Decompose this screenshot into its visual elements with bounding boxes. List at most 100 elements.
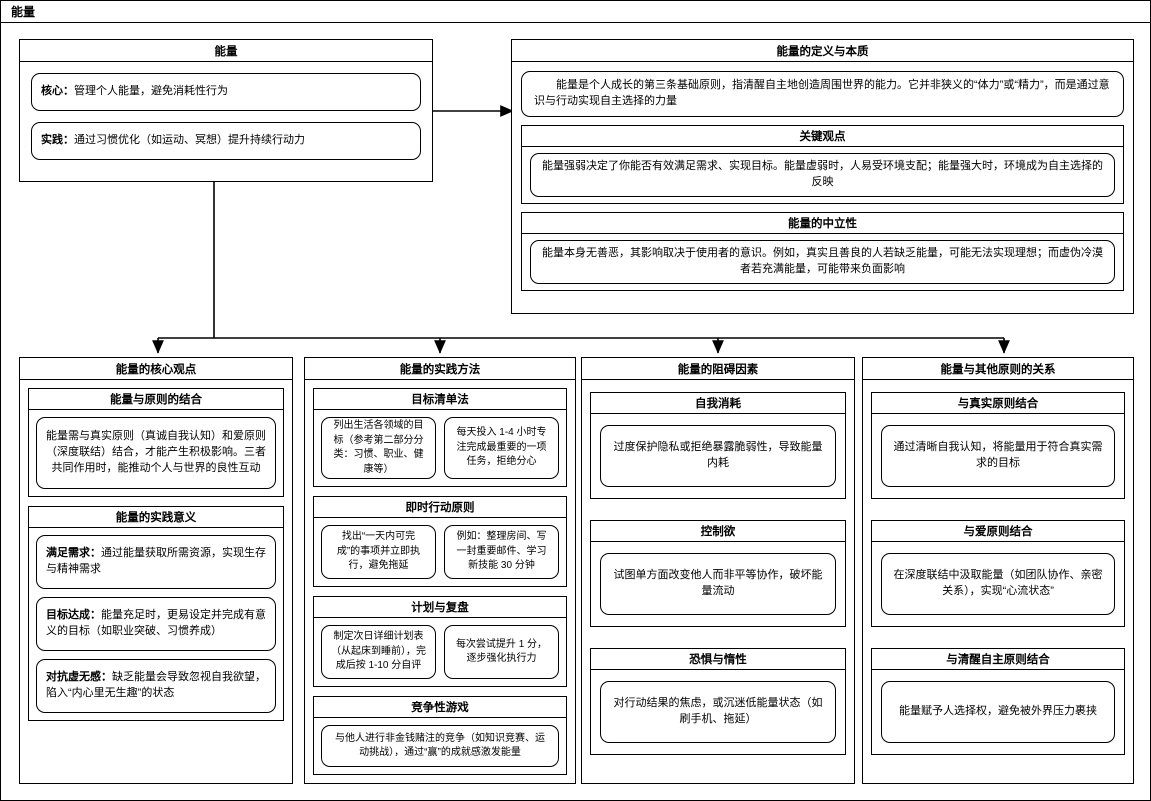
section-self-depletion[interactable]: 自我消耗 过度保护隐私或拒绝暴露脆弱性，导致能量内耗 [590, 392, 846, 499]
section-immediate-action[interactable]: 即时行动原则 找出“一天内可完成”的事项并立即执行，避免拖延 例如：整理房间、写… [313, 496, 567, 587]
definition-key-points-text-box[interactable]: 能量强弱决定了你能否有效满足需求、实现目标。能量虚弱时，人易受环境支配；能量强大… [530, 153, 1115, 197]
definition-section-neutrality[interactable]: 能量的中立性 能量本身无善恶，其影响取决于使用者的意识。例如，真实且善良的人若缺… [521, 212, 1124, 291]
definition-panel-title: 能量的定义与本质 [512, 40, 1133, 62]
definition-intro-text: 能量是个人成长的第三条基础原则，指清醒自主地创造周围世界的能力。它并非狭义的“体… [534, 79, 1110, 107]
root-item-practice[interactable]: 实践：通过习惯优化（如运动、冥想）提升持续行动力 [31, 122, 421, 160]
section-plan-and-review-body: 制定次日详细计划表（从起床到睡前），完成后按 1-10 分自评 每次尝试提升 1… [314, 618, 566, 686]
leaf-non-money-competition-text: 与他人进行非金钱赌注的竞争（如知识竞赛、运动挑战），通过“赢”的成就感激发能量 [335, 732, 545, 759]
column-relations-body: 与真实原则结合 通过清晰自我认知，将能量用于符合真实需求的目标 与爱原则结合 在… [863, 380, 1133, 767]
leaf-unilateral-change-text: 试图单方面改变他人而非平等协作，破坏能量流动 [613, 569, 823, 597]
leaf-meet-needs-label: 满足需求： [46, 547, 101, 560]
root-item-core[interactable]: 核心：管理个人能量，避免消耗性行为 [31, 73, 421, 111]
root-item-core-text: 管理个人能量，避免消耗性行为 [74, 85, 228, 98]
section-energy-with-principles-title: 能量与原则的结合 [29, 389, 283, 410]
section-energy-with-principles[interactable]: 能量与原则的结合 能量需与真实原则（真诚自我认知）和爱原则（深度联结）结合，才能… [28, 388, 284, 497]
leaf-anxiety-and-low-energy[interactable]: 对行动结果的焦虑，或沉迷低能量状态（如刷手机、拖延） [600, 681, 836, 743]
leaf-daily-focus-hours[interactable]: 每天投入 1-4 小时专注完成最重要的一项任务，拒绝分心 [444, 417, 559, 479]
section-with-truth-principle[interactable]: 与真实原则结合 通过清晰自我认知，将能量用于符合真实需求的目标 [871, 392, 1125, 499]
leaf-one-day-tasks-text: 找出“一天内可完成”的事项并立即执行，避免拖延 [336, 531, 421, 572]
root-node[interactable]: 能量 核心：管理个人能量，避免消耗性行为 实践：通过习惯优化（如运动、冥想）提升… [19, 39, 433, 182]
leaf-goal-achievement-label: 目标达成： [46, 609, 101, 622]
leaf-anti-nihilism-label: 对抗虚无感： [46, 671, 112, 684]
section-competitive-games[interactable]: 竞争性游戏 与他人进行非金钱赌注的竞争（如知识竞赛、运动挑战），通过“赢”的成就… [313, 696, 567, 775]
leaf-list-life-goals-text: 列出生活各领域的目标（参考第二部分分类：习惯、职业、健康等） [333, 420, 424, 475]
section-with-love-principle-title: 与爱原则结合 [872, 521, 1124, 542]
section-practical-meaning[interactable]: 能量的实践意义 满足需求：通过能量获取所需资源，实现生存与精神需求 目标达成：能… [28, 506, 284, 721]
column-obstacles[interactable]: 能量的阻碍因素 自我消耗 过度保护隐私或拒绝暴露脆弱性，导致能量内耗 控制欲 试… [581, 357, 855, 784]
leaf-non-money-competition[interactable]: 与他人进行非金钱赌注的竞争（如知识竞赛、运动挑战），通过“赢”的成就感激发能量 [321, 725, 559, 767]
leaf-meet-needs[interactable]: 满足需求：通过能量获取所需资源，实现生存与精神需求 [36, 535, 276, 589]
column-practice-methods-body: 目标清单法 列出生活各领域的目标（参考第二部分分类：习惯、职业、健康等） 每天投… [305, 380, 575, 783]
section-with-autonomy-principle-body: 能量赋予人选择权，避免被外界压力裹挟 [872, 670, 1124, 754]
column-obstacles-title: 能量的阻碍因素 [582, 358, 854, 380]
section-plan-and-review-title: 计划与复盘 [314, 597, 566, 618]
definition-section-key-points-body: 能量强弱决定了你能否有效满足需求、实现目标。能量虚弱时，人易受环境支配；能量强大… [522, 147, 1123, 203]
leaf-privacy-overprotection-text: 过度保护隐私或拒绝暴露脆弱性，导致能量内耗 [613, 441, 823, 469]
section-self-depletion-body: 过度保护隐私或拒绝暴露脆弱性，导致能量内耗 [591, 414, 845, 498]
root-item-practice-text: 通过习惯优化（如运动、冥想）提升持续行动力 [74, 134, 305, 147]
leaf-power-of-choice-text: 能量赋予人选择权，避免被外界压力裹挟 [899, 705, 1097, 718]
definition-neutrality-text-box[interactable]: 能量本身无善恶，其影响取决于使用者的意识。例如，真实且善良的人若缺乏能量，可能无… [530, 240, 1115, 284]
section-self-depletion-title: 自我消耗 [591, 393, 845, 414]
definition-panel[interactable]: 能量的定义与本质 能量是个人成长的第三条基础原则，指清醒自主地创造周围世界的能力… [511, 39, 1134, 314]
leaf-clear-self-awareness[interactable]: 通过清晰自我认知，将能量用于符合真实需求的目标 [881, 425, 1115, 487]
section-with-love-principle[interactable]: 与爱原则结合 在深度联结中汲取能量（如团队协作、亲密关系），实现“心流状态” [871, 520, 1125, 627]
leaf-anxiety-and-low-energy-text: 对行动结果的焦虑，或沉迷低能量状态（如刷手机、拖延） [613, 697, 823, 725]
definition-panel-body: 能量是个人成长的第三条基础原则，指清醒自主地创造周围世界的能力。它并非狭义的“体… [512, 62, 1133, 291]
window-title-bar: 能量 [1, 1, 1150, 23]
section-fear-and-inertia[interactable]: 恐惧与惰性 对行动结果的焦虑，或沉迷低能量状态（如刷手机、拖延） [590, 648, 846, 755]
section-competitive-games-body: 与他人进行非金钱赌注的竞争（如知识竞赛、运动挑战），通过“赢”的成就感激发能量 [314, 718, 566, 774]
definition-section-neutrality-title: 能量的中立性 [522, 213, 1123, 234]
leaf-list-life-goals[interactable]: 列出生活各领域的目标（参考第二部分分类：习惯、职业、健康等） [321, 417, 436, 479]
leaf-deep-connection-flow-text: 在深度联结中汲取能量（如团队协作、亲密关系），实现“心流状态” [893, 569, 1103, 597]
leaf-incremental-improvement-text: 每次尝试提升 1 分，逐步强化执行力 [455, 638, 548, 665]
leaf-goal-achievement[interactable]: 目标达成：能量充足时，更易设定并完成有意义的目标（如职业突破、习惯养成） [36, 597, 276, 651]
section-plan-and-review[interactable]: 计划与复盘 制定次日详细计划表（从起床到睡前），完成后按 1-10 分自评 每次… [313, 596, 567, 687]
definition-neutrality-text: 能量本身无善恶，其影响取决于使用者的意识。例如，真实且善良的人若缺乏能量，可能无… [542, 247, 1103, 275]
section-practical-meaning-body: 满足需求：通过能量获取所需资源，实现生存与精神需求 目标达成：能量充足时，更易设… [29, 528, 283, 720]
leaf-power-of-choice[interactable]: 能量赋予人选择权，避免被外界压力裹挟 [881, 681, 1115, 743]
section-control-desire-title: 控制欲 [591, 521, 845, 542]
column-core-views[interactable]: 能量的核心观点 能量与原则的结合 能量需与真实原则（真诚自我认知）和爱原则（深度… [19, 357, 293, 784]
column-practice-methods-title: 能量的实践方法 [305, 358, 575, 380]
leaf-energy-with-principles[interactable]: 能量需与真实原则（真诚自我认知）和爱原则（深度联结）结合，才能产生积极影响。三者… [36, 417, 276, 489]
leaf-daily-plan-table[interactable]: 制定次日详细计划表（从起床到睡前），完成后按 1-10 分自评 [321, 625, 436, 679]
leaf-daily-plan-table-text: 制定次日详细计划表（从起床到睡前），完成后按 1-10 分自评 [331, 631, 426, 672]
section-control-desire-body: 试图单方面改变他人而非平等协作，破坏能量流动 [591, 542, 845, 626]
definition-key-points-text: 能量强弱决定了你能否有效满足需求、实现目标。能量虚弱时，人易受环境支配；能量强大… [542, 160, 1103, 188]
leaf-incremental-improvement[interactable]: 每次尝试提升 1 分，逐步强化执行力 [444, 625, 559, 679]
section-energy-with-principles-body: 能量需与真实原则（真诚自我认知）和爱原则（深度联结）结合，才能产生积极影响。三者… [29, 410, 283, 496]
column-relations[interactable]: 能量与其他原则的关系 与真实原则结合 通过清晰自我认知，将能量用于符合真实需求的… [862, 357, 1134, 784]
section-goal-list-method[interactable]: 目标清单法 列出生活各领域的目标（参考第二部分分类：习惯、职业、健康等） 每天投… [313, 388, 567, 487]
definition-section-key-points[interactable]: 关键观点 能量强弱决定了你能否有效满足需求、实现目标。能量虚弱时，人易受环境支配… [521, 125, 1124, 204]
definition-intro[interactable]: 能量是个人成长的第三条基础原则，指清醒自主地创造周围世界的能力。它并非狭义的“体… [521, 71, 1124, 117]
section-immediate-action-title: 即时行动原则 [314, 497, 566, 518]
column-relations-title: 能量与其他原则的关系 [863, 358, 1133, 380]
leaf-meet-needs-text: 通过能量获取所需资源，实现生存与精神需求 [46, 547, 266, 575]
section-control-desire[interactable]: 控制欲 试图单方面改变他人而非平等协作，破坏能量流动 [590, 520, 846, 627]
definition-section-key-points-title: 关键观点 [522, 126, 1123, 147]
section-with-love-principle-body: 在深度联结中汲取能量（如团队协作、亲密关系），实现“心流状态” [872, 542, 1124, 626]
window-title: 能量 [11, 5, 36, 19]
leaf-anti-nihilism[interactable]: 对抗虚无感：缺乏能量会导致忽视自我欲望，陷入“内心里无生趣”的状态 [36, 659, 276, 713]
leaf-unilateral-change[interactable]: 试图单方面改变他人而非平等协作，破坏能量流动 [600, 553, 836, 615]
section-fear-and-inertia-title: 恐惧与惰性 [591, 649, 845, 670]
leaf-privacy-overprotection[interactable]: 过度保护隐私或拒绝暴露脆弱性，导致能量内耗 [600, 425, 836, 487]
leaf-action-examples[interactable]: 例如：整理房间、写一封重要邮件、学习新技能 30 分钟 [444, 525, 559, 579]
section-goal-list-method-title: 目标清单法 [314, 389, 566, 410]
section-competitive-games-title: 竞争性游戏 [314, 697, 566, 718]
section-with-autonomy-principle[interactable]: 与清醒自主原则结合 能量赋予人选择权，避免被外界压力裹挟 [871, 648, 1125, 755]
leaf-energy-with-principles-text: 能量需与真实原则（真诚自我认知）和爱原则（深度联结）结合，才能产生积极影响。三者… [46, 430, 266, 474]
leaf-daily-focus-hours-text: 每天投入 1-4 小时专注完成最重要的一项任务，拒绝分心 [456, 427, 547, 468]
column-core-views-body: 能量与原则的结合 能量需与真实原则（真诚自我认知）和爱原则（深度联结）结合，才能… [20, 380, 292, 729]
leaf-one-day-tasks[interactable]: 找出“一天内可完成”的事项并立即执行，避免拖延 [321, 525, 436, 579]
leaf-deep-connection-flow[interactable]: 在深度联结中汲取能量（如团队协作、亲密关系），实现“心流状态” [881, 553, 1115, 615]
column-practice-methods[interactable]: 能量的实践方法 目标清单法 列出生活各领域的目标（参考第二部分分类：习惯、职业、… [304, 357, 576, 784]
leaf-goal-achievement-text: 能量充足时，更易设定并完成有意义的目标（如职业突破、习惯养成） [46, 609, 266, 637]
root-node-body: 核心：管理个人能量，避免消耗性行为 实践：通过习惯优化（如运动、冥想）提升持续行… [20, 62, 432, 160]
section-immediate-action-body: 找出“一天内可完成”的事项并立即执行，避免拖延 例如：整理房间、写一封重要邮件、… [314, 518, 566, 586]
column-obstacles-body: 自我消耗 过度保护隐私或拒绝暴露脆弱性，导致能量内耗 控制欲 试图单方面改变他人… [582, 380, 854, 767]
leaf-action-examples-text: 例如：整理房间、写一封重要邮件、学习新技能 30 分钟 [456, 531, 547, 572]
definition-section-neutrality-body: 能量本身无善恶，其影响取决于使用者的意识。例如，真实且善良的人若缺乏能量，可能无… [522, 234, 1123, 290]
